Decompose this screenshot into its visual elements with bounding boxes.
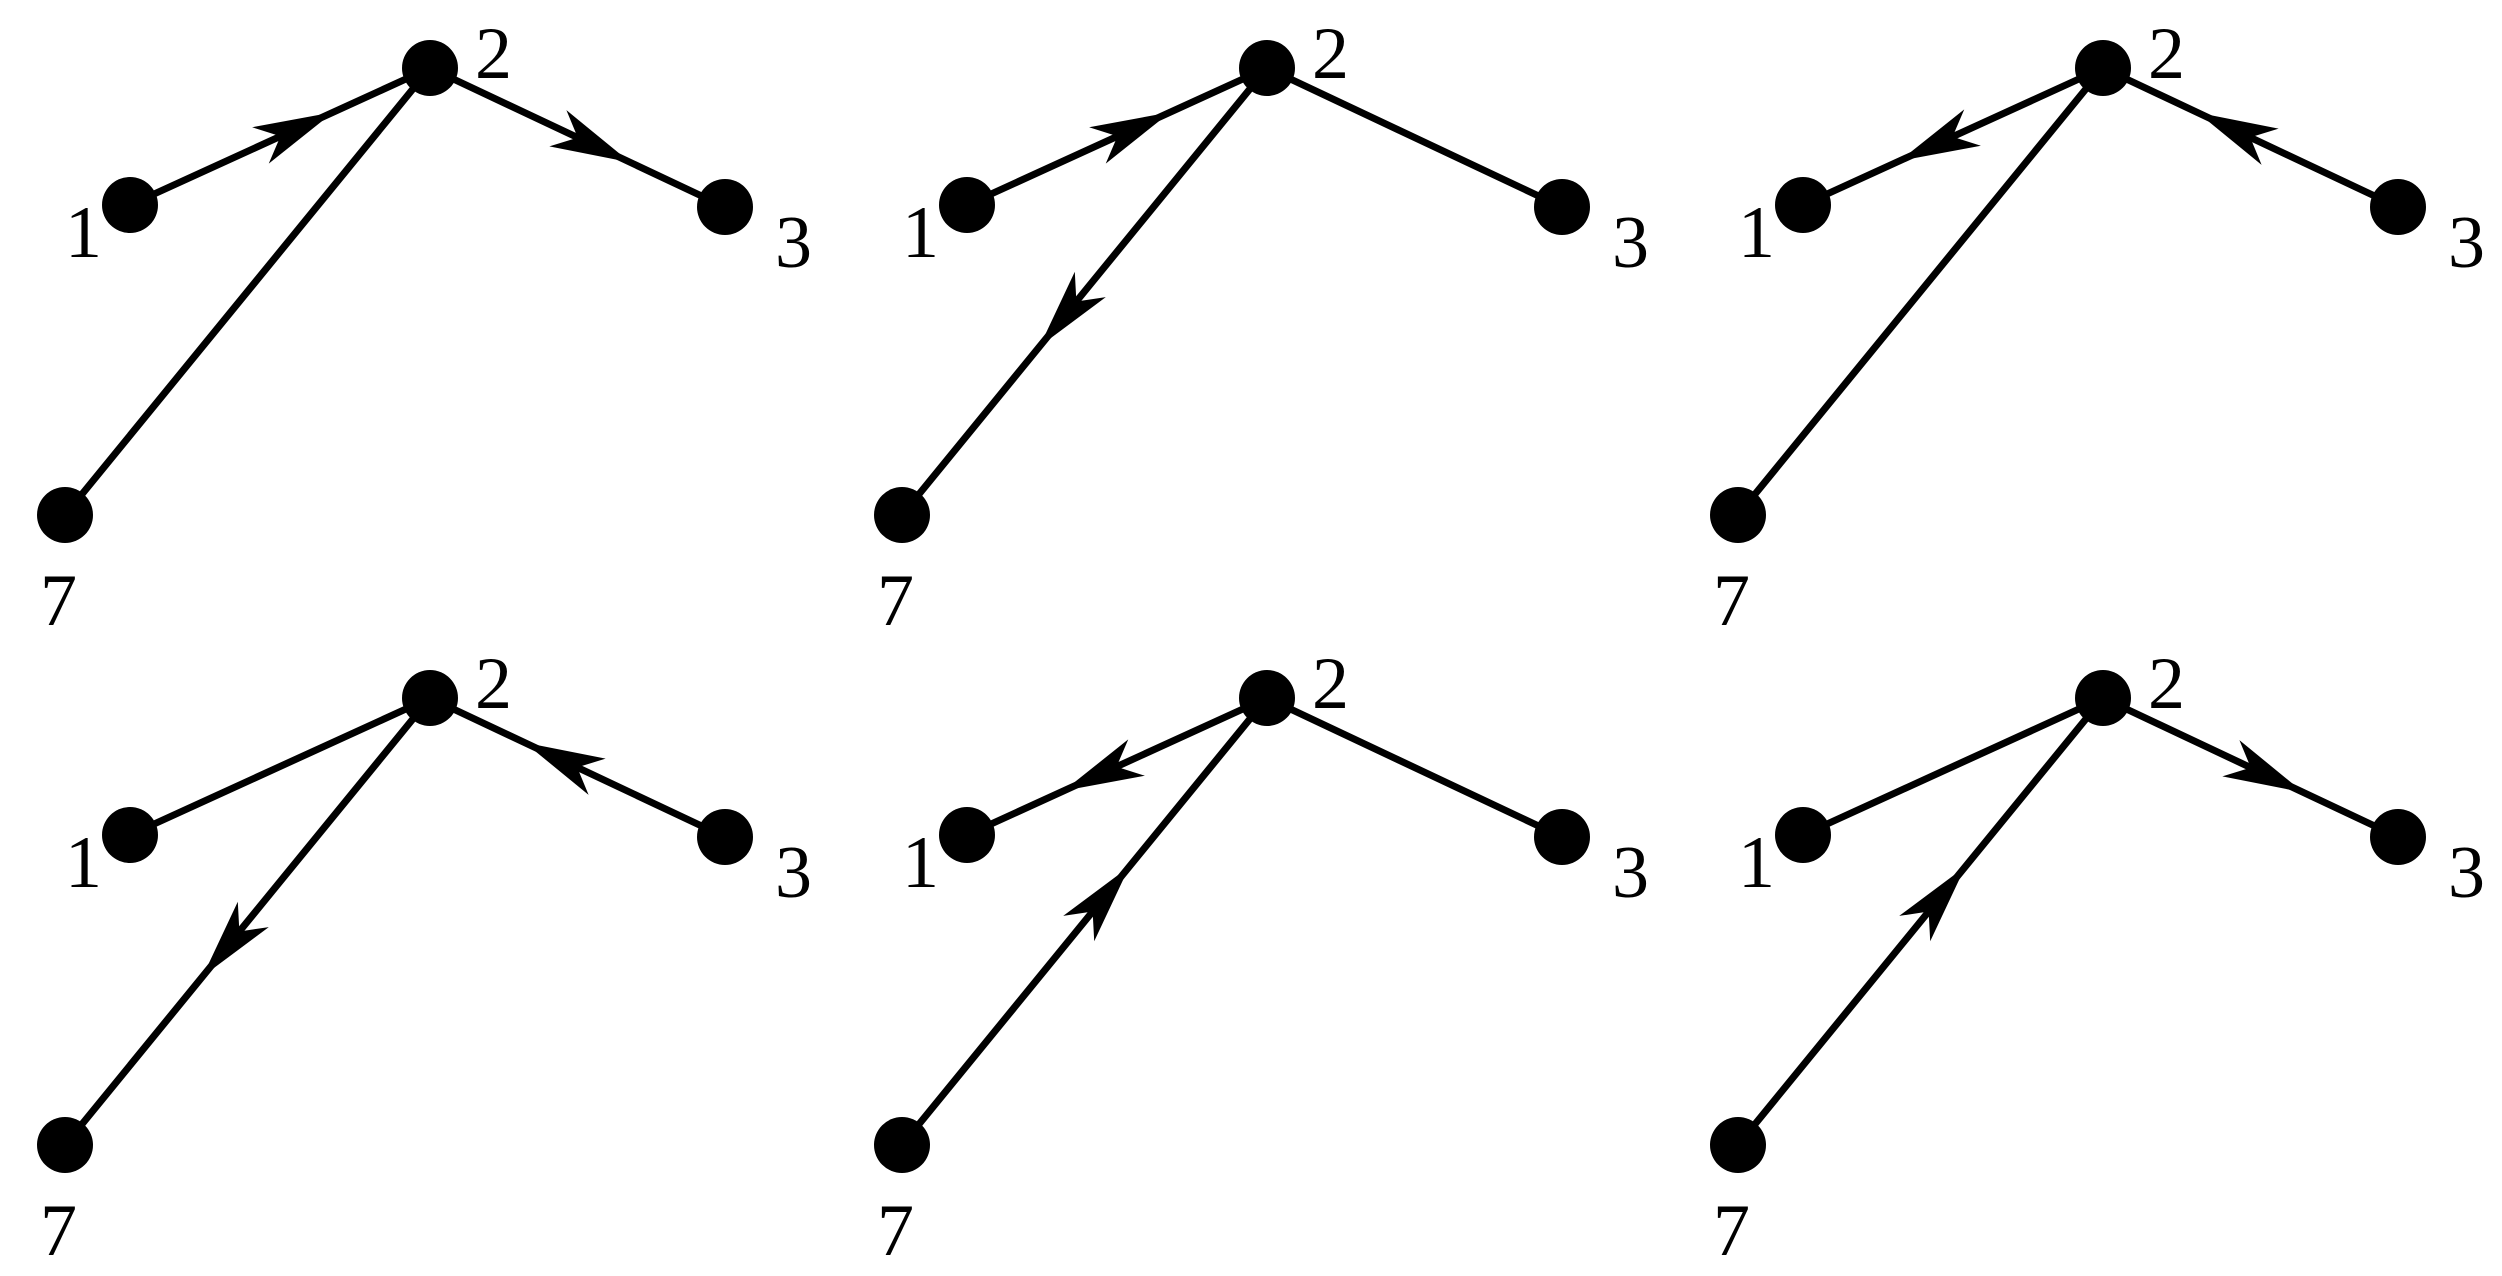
edge-n2-n3 xyxy=(2099,64,2402,211)
node-label-n2: 2 xyxy=(475,13,512,95)
arrowhead-n2-to-n1 xyxy=(1899,109,1981,161)
panel-2: 1 2 3 7 xyxy=(874,13,1649,642)
arrowhead-n7-to-n2 xyxy=(1899,866,1966,942)
arrowhead-n7-to-n2 xyxy=(1063,866,1130,942)
node-label-n1: 1 xyxy=(902,192,939,274)
panel-6: 1 2 3 7 xyxy=(1710,643,2485,1272)
node-n3 xyxy=(697,809,753,865)
node-n7 xyxy=(874,1117,930,1173)
node-label-n7: 7 xyxy=(877,560,914,642)
node-label-n3: 3 xyxy=(2448,832,2485,914)
node-n3 xyxy=(1534,179,1590,235)
node-label-n1: 1 xyxy=(65,822,102,904)
edge-n2-n7 xyxy=(61,64,434,519)
arrowhead-n3-to-n2 xyxy=(2197,112,2279,165)
panel-4: 1 2 3 7 xyxy=(37,643,812,1272)
arrowhead-n2-to-n3 xyxy=(2222,740,2304,793)
node-n2 xyxy=(2075,670,2131,726)
node-label-n7: 7 xyxy=(40,1190,77,1272)
edge-n1-n2 xyxy=(963,64,1271,209)
node-n3 xyxy=(2370,809,2426,865)
edge-n2-n3 xyxy=(2099,694,2402,841)
edge-n1-n2 xyxy=(1799,64,2107,209)
panel-5: 1 2 3 7 xyxy=(874,643,1649,1272)
node-label-n7: 7 xyxy=(1713,560,1750,642)
edge-n2-n7 xyxy=(1734,694,2107,1149)
node-n2 xyxy=(1239,670,1295,726)
node-label-n3: 3 xyxy=(775,202,812,284)
edge-n2-n3 xyxy=(426,64,729,211)
node-n7 xyxy=(37,1117,93,1173)
node-label-n1: 1 xyxy=(1738,822,1775,904)
edge-n2-n7 xyxy=(898,694,1271,1149)
node-n3 xyxy=(697,179,753,235)
arrowhead-n2-to-n3 xyxy=(549,110,631,163)
edge-n2-n3 xyxy=(426,694,729,841)
node-n2 xyxy=(402,670,458,726)
node-n1 xyxy=(939,807,995,863)
edge-n2-n7 xyxy=(898,64,1271,519)
node-label-n1: 1 xyxy=(902,822,939,904)
node-n1 xyxy=(102,177,158,233)
node-n1 xyxy=(939,177,995,233)
node-label-n3: 3 xyxy=(1612,832,1649,914)
edge-n2-n7 xyxy=(61,694,434,1149)
edge-n2-n3 xyxy=(1263,64,1566,211)
node-n7 xyxy=(1710,487,1766,543)
arrowhead-n2-to-n1 xyxy=(1063,739,1145,791)
node-label-n3: 3 xyxy=(2448,202,2485,284)
edge-n2-n3 xyxy=(1263,694,1566,841)
node-label-n7: 7 xyxy=(877,1190,914,1272)
arrowhead-n2-to-n7 xyxy=(202,901,269,977)
node-label-n2: 2 xyxy=(1312,643,1349,725)
node-n1 xyxy=(1775,177,1831,233)
node-label-n7: 7 xyxy=(1713,1190,1750,1272)
node-label-n7: 7 xyxy=(40,560,77,642)
panel-1: 1 2 3 7 xyxy=(37,13,812,642)
node-n7 xyxy=(37,487,93,543)
edge-n2-n7 xyxy=(1734,64,2107,519)
arrowhead-n1-to-n2 xyxy=(1089,112,1171,164)
node-label-n2: 2 xyxy=(1312,13,1349,95)
node-n7 xyxy=(874,487,930,543)
arrowhead-n1-to-n2 xyxy=(252,112,334,164)
node-n7 xyxy=(1710,1117,1766,1173)
node-label-n1: 1 xyxy=(1738,192,1775,274)
node-n2 xyxy=(1239,40,1295,96)
node-label-n3: 3 xyxy=(1612,202,1649,284)
node-n2 xyxy=(402,40,458,96)
node-label-n2: 2 xyxy=(2148,643,2185,725)
node-label-n2: 2 xyxy=(475,643,512,725)
node-label-n3: 3 xyxy=(775,832,812,914)
node-n3 xyxy=(2370,179,2426,235)
edge-n1-n2 xyxy=(126,64,434,209)
arrowhead-n3-to-n2 xyxy=(524,742,606,795)
node-n1 xyxy=(102,807,158,863)
node-n3 xyxy=(1534,809,1590,865)
node-label-n2: 2 xyxy=(2148,13,2185,95)
arrowhead-n2-to-n7 xyxy=(1039,271,1106,347)
node-n2 xyxy=(2075,40,2131,96)
edge-n1-n2 xyxy=(126,694,434,839)
node-label-n1: 1 xyxy=(65,192,102,274)
edge-n1-n2 xyxy=(963,694,1271,839)
edge-n1-n2 xyxy=(1799,694,2107,839)
node-n1 xyxy=(1775,807,1831,863)
panel-3: 1 2 3 7 xyxy=(1710,13,2485,642)
